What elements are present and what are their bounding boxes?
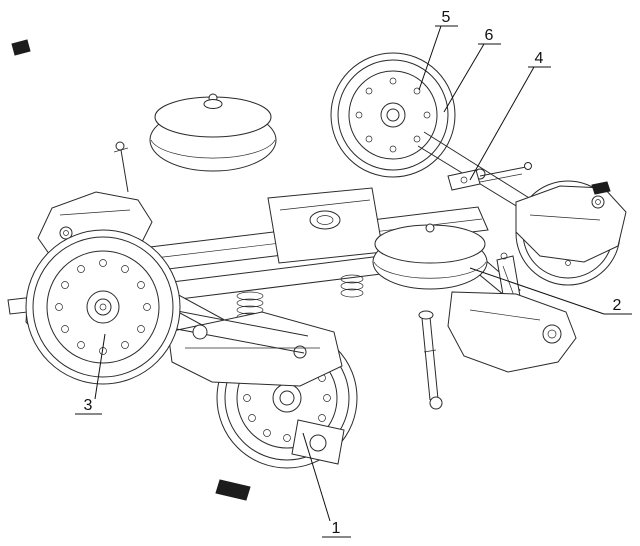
callout-2-leader — [469, 267, 605, 315]
earthing-device — [447, 162, 532, 191]
callout-5: 5 — [418, 9, 458, 91]
callout-2-label: 2 — [613, 297, 622, 314]
front-center-arm — [167, 311, 343, 387]
brake-caliper — [291, 419, 345, 465]
callout-6-label: 6 — [485, 27, 494, 44]
callout-1-label: 1 — [332, 520, 341, 537]
antenna-rod — [113, 141, 129, 193]
callout-4-leader — [469, 66, 535, 181]
rear-wheel-left — [330, 52, 456, 178]
callout-4: 4 — [469, 50, 551, 181]
callout-1: 1 — [302, 432, 351, 538]
rear-right-sideframe — [515, 185, 627, 263]
vertical-link-rod — [418, 310, 443, 410]
coil-spring-right — [340, 274, 364, 298]
air-spring-front — [372, 223, 488, 290]
corner-pad-top-left — [11, 39, 31, 56]
gearbox-housing — [267, 187, 384, 264]
callout-4-label: 4 — [535, 50, 544, 67]
callout-5-label: 5 — [442, 9, 451, 26]
callout-1-leader — [302, 432, 331, 522]
callout-6: 6 — [443, 27, 501, 113]
corner-pad-bottom-left — [215, 479, 251, 501]
front-right-sideframe — [447, 291, 577, 373]
callout-2: 2 — [469, 267, 632, 315]
callout-3-label: 3 — [84, 397, 93, 414]
front-left-wheel — [25, 229, 181, 385]
callout-3: 3 — [75, 333, 106, 415]
callout-5-leader — [418, 25, 442, 91]
air-spring-rear — [149, 93, 277, 172]
callout-6-leader — [443, 43, 485, 113]
corner-pad-right — [591, 181, 611, 195]
callout-3-leader — [94, 333, 106, 400]
